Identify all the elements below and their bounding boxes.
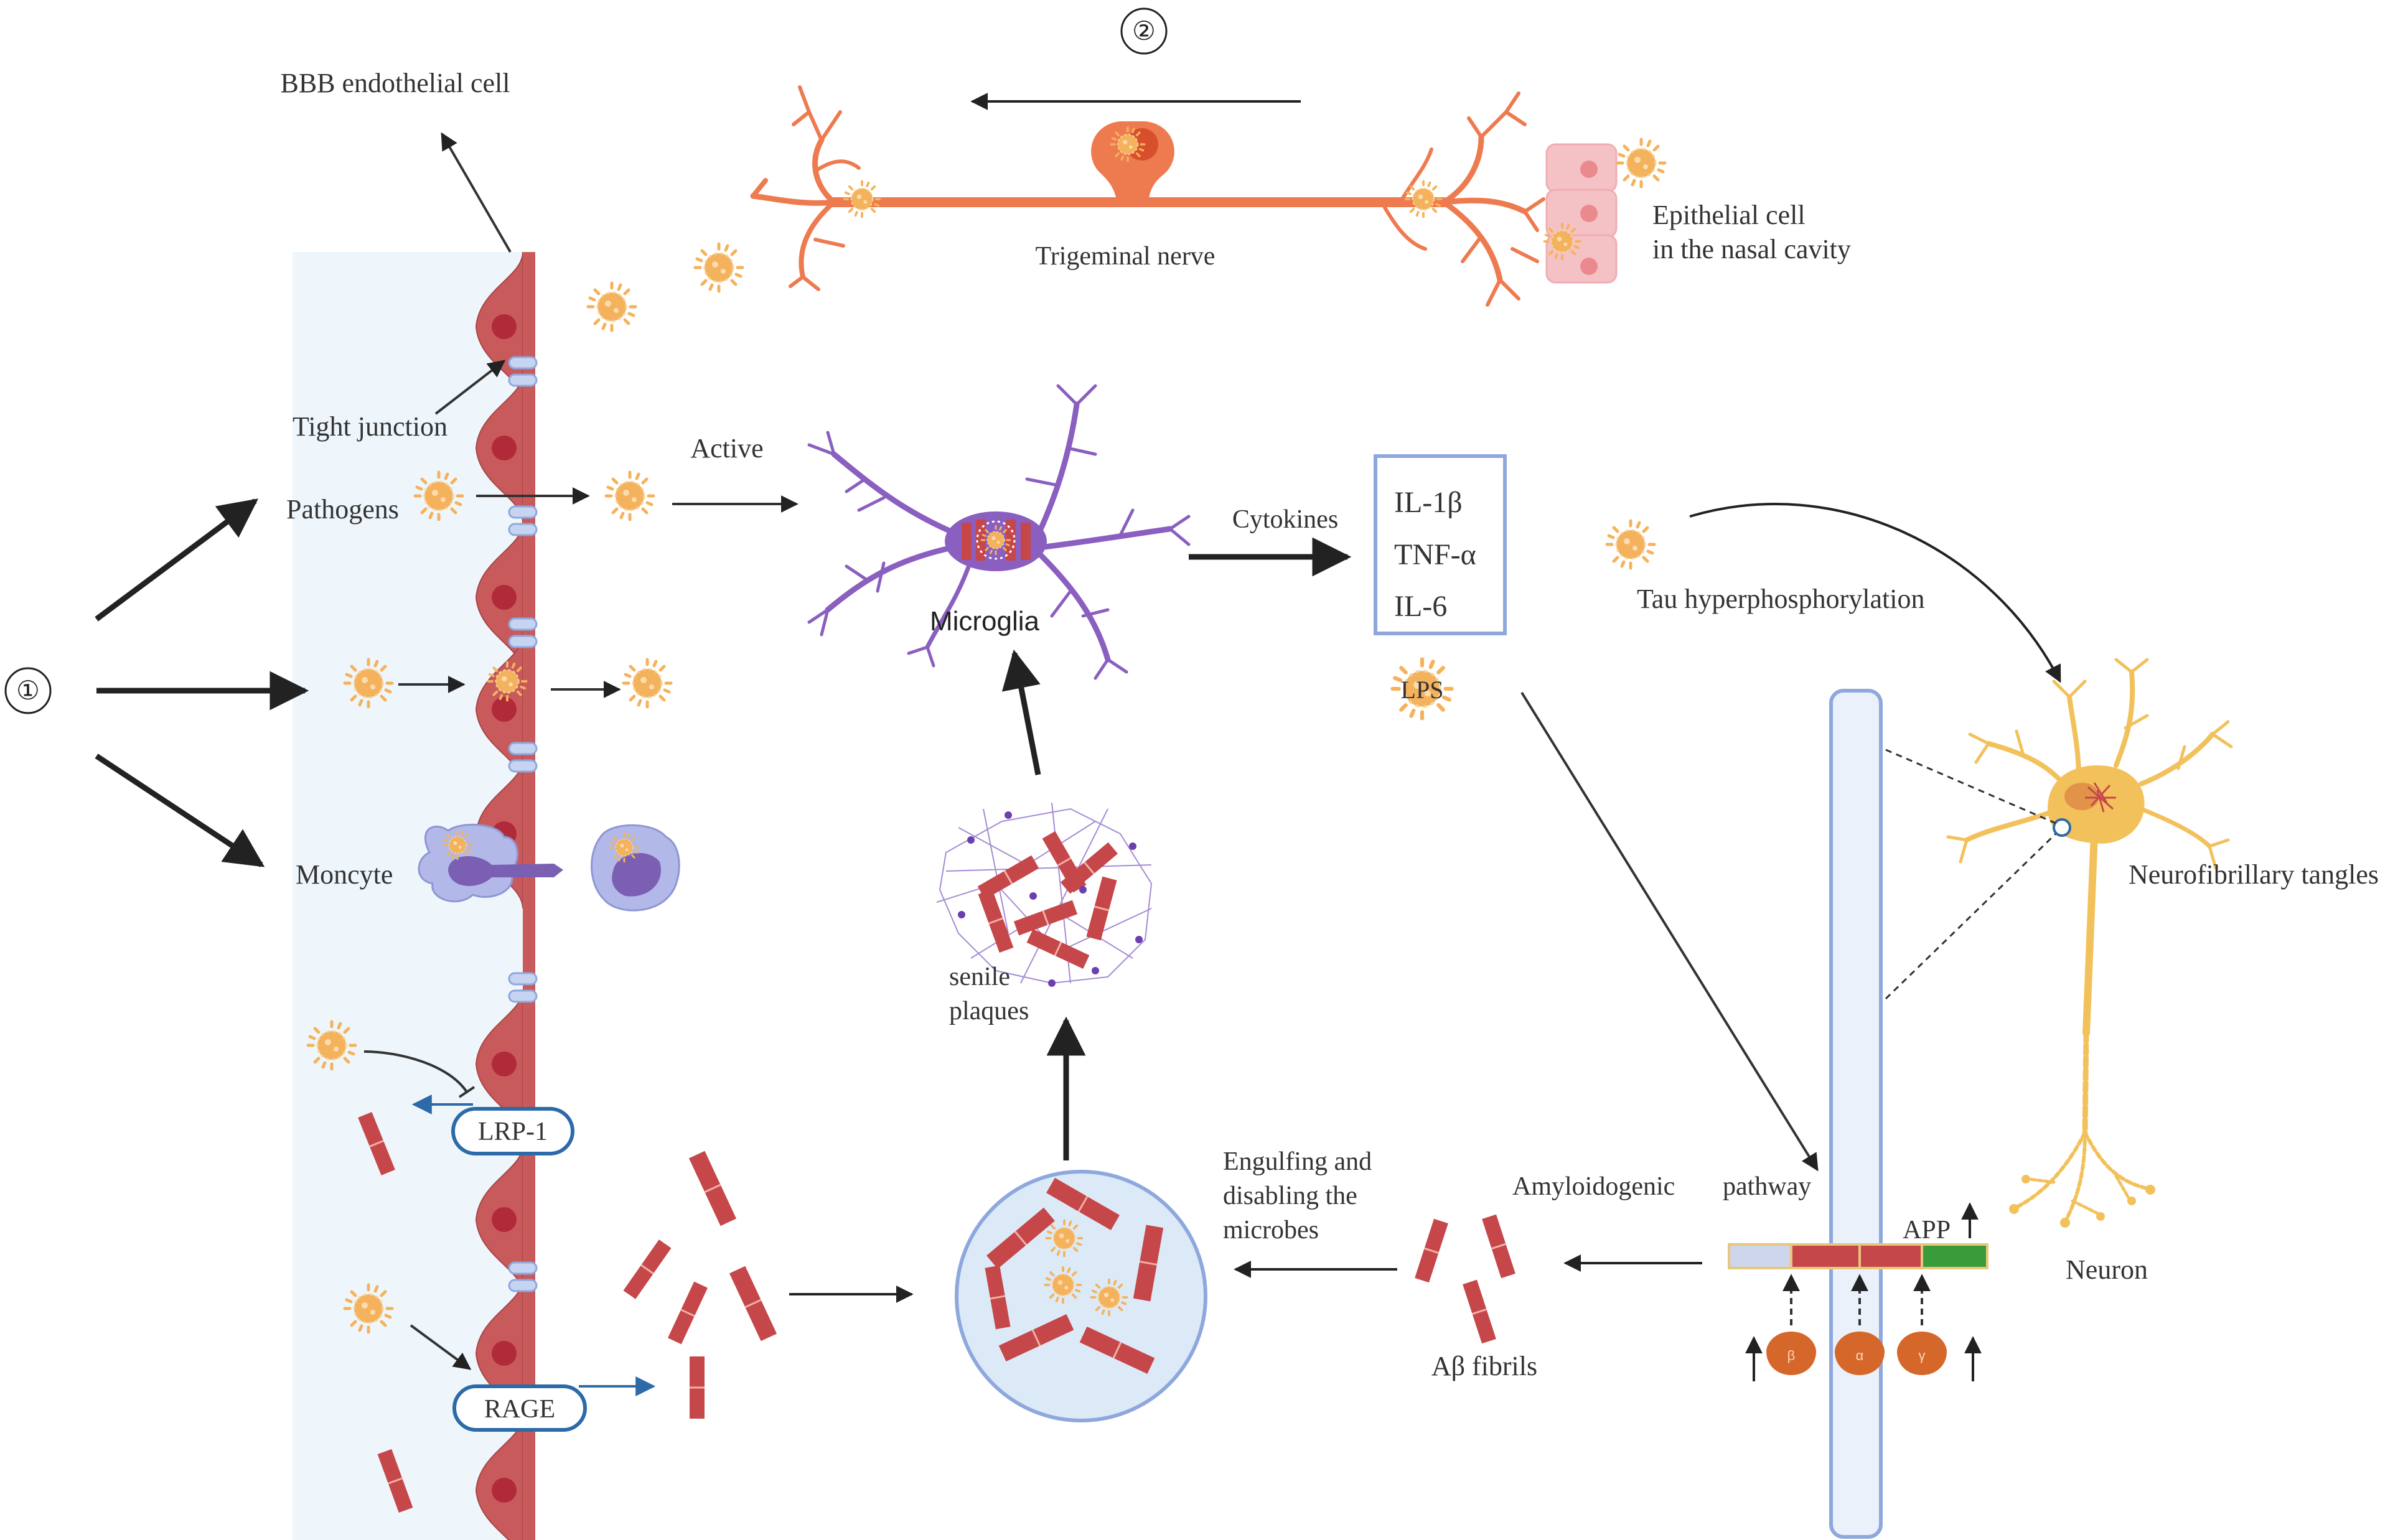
rage-receptor bbox=[452, 1384, 587, 1432]
zoom-line-lower bbox=[1885, 833, 2057, 1000]
tau-label: Tau hyperphosphorylation bbox=[1637, 584, 1925, 614]
neuron-label: Neuron bbox=[2066, 1254, 2148, 1285]
neuron-soma bbox=[2048, 765, 2145, 844]
senile-plaque-network bbox=[936, 802, 1153, 984]
tight-junction-label: Tight junction bbox=[293, 411, 447, 442]
pathogen-icon bbox=[624, 660, 671, 707]
epithelial-label-line1: Epithelial cell bbox=[1652, 200, 1806, 230]
app-protein bbox=[1728, 1243, 1988, 1269]
trigeminal-soma bbox=[1091, 121, 1174, 202]
senile-plaque-dots bbox=[958, 811, 1143, 987]
bbb-endothelial-cell-label: BBB endothelial cell bbox=[280, 68, 510, 98]
lps-label: LPS bbox=[1401, 676, 1444, 704]
marker-1: ① bbox=[4, 667, 52, 714]
microglia-label: Microglia bbox=[930, 606, 1040, 637]
secretase-alpha: α bbox=[1835, 1274, 1885, 1375]
marker-2-text: ② bbox=[1132, 16, 1156, 45]
lrp1-label: LRP-1 bbox=[478, 1118, 548, 1146]
pathogens-label: Pathogens bbox=[286, 494, 399, 525]
epithelial-label-line2: in the nasal cavity bbox=[1652, 234, 1851, 264]
cell-membrane bbox=[1829, 689, 1883, 1539]
gamma-secretase-label: γ bbox=[1919, 1348, 1926, 1363]
monocyte-cell bbox=[591, 824, 680, 912]
pathogen-icon bbox=[588, 283, 635, 330]
secretase-gamma: γ bbox=[1897, 1274, 1947, 1375]
nasal-epithelial-cells bbox=[1545, 143, 1618, 284]
cytokine-tnfa: TNF-α bbox=[1394, 538, 1476, 571]
phagocytosed-fibrils bbox=[962, 520, 1031, 561]
active-label: Active bbox=[690, 433, 763, 464]
zoom-line-upper bbox=[1885, 749, 2056, 824]
neurofibrillary-tangles-label: Neurofibrillary tangles bbox=[2129, 859, 2379, 890]
engulf-label-line1: Engulfing and bbox=[1223, 1147, 1372, 1176]
alpha-secretase-label: α bbox=[1856, 1348, 1864, 1363]
neuron-dots bbox=[2009, 1175, 2155, 1228]
cytokines-label: Cytokines bbox=[1232, 505, 1338, 534]
secretase-beta: β bbox=[1766, 1274, 1816, 1375]
inhibition-line bbox=[363, 1050, 468, 1093]
senile-plaques-line1: senile bbox=[949, 963, 1010, 991]
marker-1-text: ① bbox=[16, 676, 40, 705]
amyloidogenic-label: Amyloidogenic bbox=[1512, 1172, 1675, 1201]
beta-secretase-label: β bbox=[1787, 1348, 1796, 1363]
plaque-to-microglia-arrow bbox=[1001, 649, 1041, 775]
monocyte-crossing bbox=[418, 823, 563, 903]
pathway-label: pathway bbox=[1723, 1172, 1811, 1201]
marker-2: ② bbox=[1120, 7, 1168, 55]
moncyte-label: Moncyte bbox=[296, 859, 393, 890]
abeta-fibril-cluster bbox=[622, 1150, 778, 1420]
neurofibrillary-tangle bbox=[2064, 782, 2116, 813]
inhibition-bar bbox=[458, 1086, 475, 1098]
pathogen-icon bbox=[1618, 139, 1665, 187]
trigeminal-nerve bbox=[750, 85, 1545, 307]
microglia-cell bbox=[807, 384, 1191, 680]
lps-to-app-arrow bbox=[1520, 691, 1819, 1172]
route-arrow-upper bbox=[95, 498, 259, 622]
cytokine-il1b: IL-1β bbox=[1394, 486, 1463, 519]
rage-label: RAGE bbox=[484, 1395, 555, 1424]
pathogen-icon bbox=[606, 472, 653, 520]
cytokine-il6: IL-6 bbox=[1394, 590, 1447, 623]
pathogen-icon bbox=[695, 244, 742, 291]
rage-arrow bbox=[410, 1324, 472, 1370]
tau-arrow bbox=[1689, 503, 2061, 683]
abeta-fibrils-group bbox=[1413, 1213, 1517, 1345]
tight-junction-pointer bbox=[434, 360, 506, 415]
route-arrow-lower bbox=[95, 754, 265, 867]
lrp1-receptor bbox=[451, 1107, 574, 1155]
bbb-label-pointer bbox=[441, 132, 512, 253]
senile-plaques-line2: plaques bbox=[949, 997, 1029, 1025]
abeta-fibrils-label: Aβ fibrils bbox=[1431, 1351, 1537, 1381]
cytokine-box bbox=[1374, 454, 1507, 635]
engulf-label-line2: disabling the bbox=[1223, 1182, 1357, 1210]
synapse-focus bbox=[2053, 818, 2071, 837]
engulf-label-line3: microbes bbox=[1223, 1216, 1319, 1244]
trigeminal-nerve-label: Trigeminal nerve bbox=[1036, 242, 1216, 271]
app-label: APP bbox=[1903, 1216, 1951, 1244]
neuron bbox=[1946, 658, 2233, 1221]
endothelial-layer bbox=[475, 251, 536, 1540]
pathogen-icon bbox=[1607, 521, 1654, 568]
